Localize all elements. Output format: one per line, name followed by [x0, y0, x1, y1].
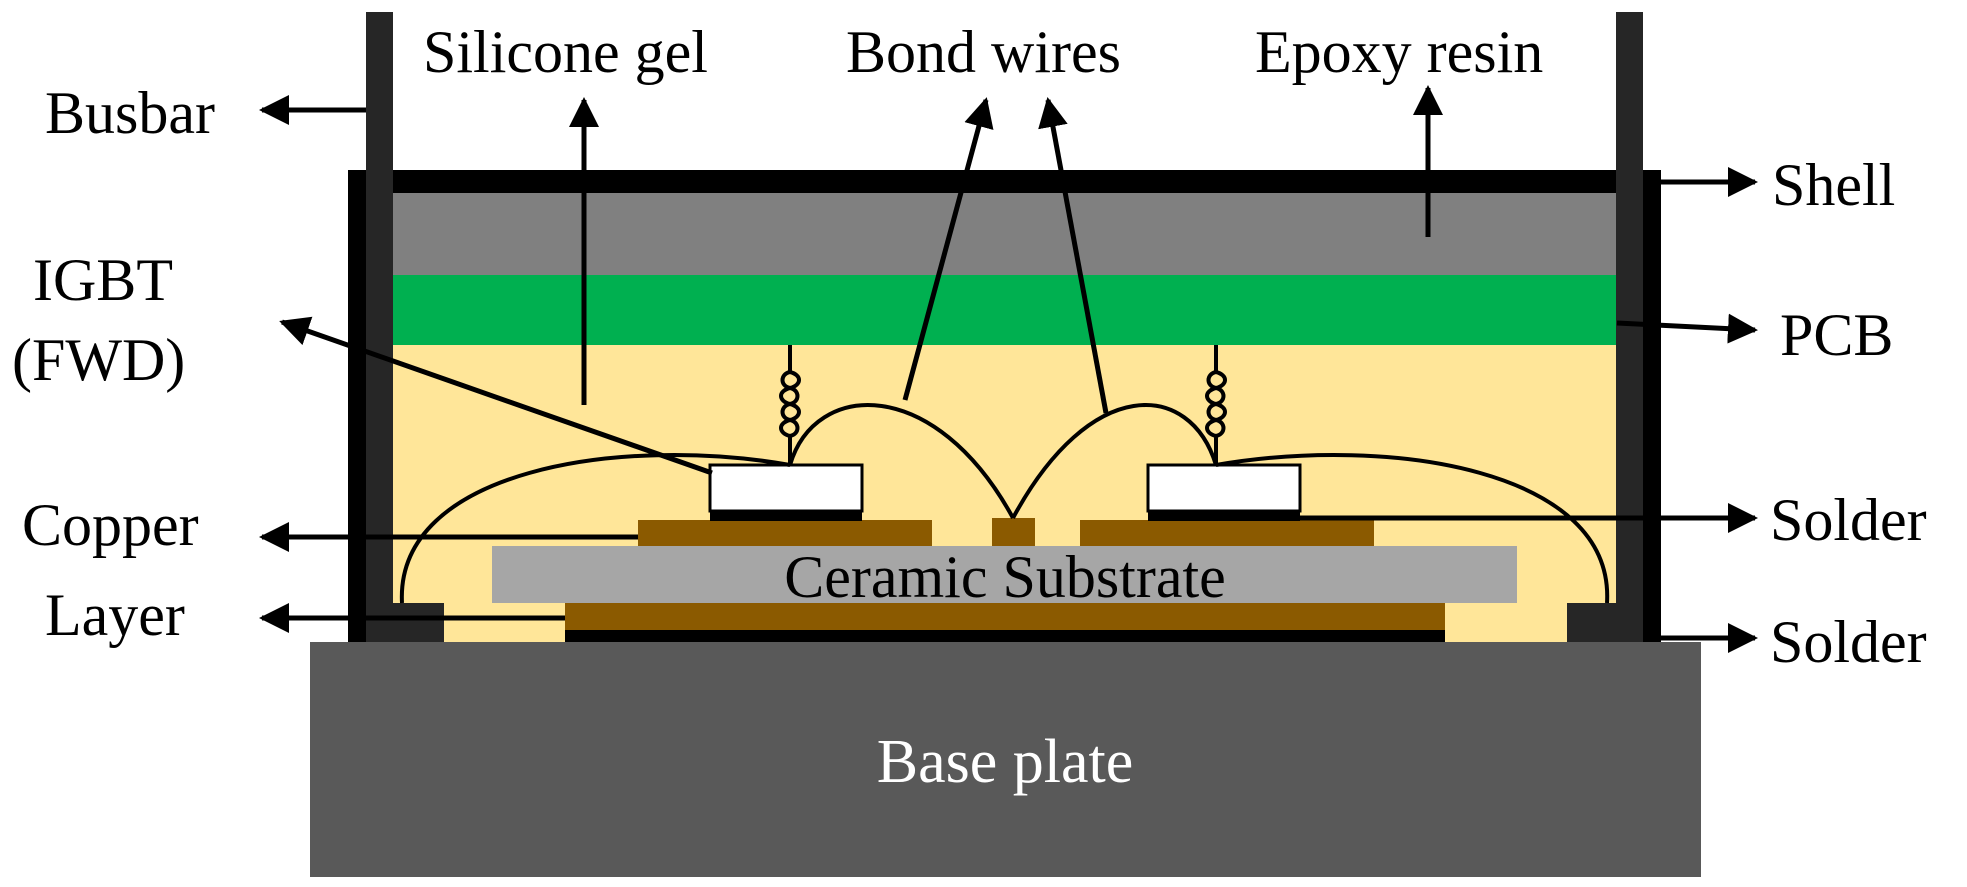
- pcb-layer: [392, 275, 1617, 345]
- label-layer: Layer: [45, 582, 185, 648]
- label-epoxy-resin: Epoxy resin: [1255, 19, 1543, 85]
- ceramic-substrate: [492, 546, 1517, 603]
- label-ceramic-substrate: Ceramic Substrate: [784, 544, 1226, 610]
- label-base-plate: Base plate: [877, 728, 1134, 796]
- label-silicone-gel: Silicone gel: [423, 19, 708, 85]
- label-solder-lower: Solder: [1770, 609, 1927, 675]
- chip-solder-left: [710, 511, 862, 521]
- label-busbar: Busbar: [45, 80, 215, 146]
- upper-copper-pad-right: [1080, 520, 1374, 546]
- label-copper: Copper: [22, 492, 199, 558]
- label-igbt: IGBT: [33, 247, 173, 313]
- module-body: [310, 12, 1701, 877]
- shell-top: [348, 170, 1661, 193]
- bond-wire-right-outer: [1215, 453, 1610, 604]
- label-pcb: PCB: [1780, 302, 1893, 368]
- leader-pcb: [1616, 313, 1758, 344]
- bond-wire-left-outer: [399, 453, 791, 604]
- terminal-block-left: [392, 603, 444, 643]
- busbar-left: [366, 12, 393, 642]
- bond-wire-left-arc: [788, 403, 1015, 519]
- upper-copper-pad-middle: [992, 518, 1035, 546]
- label-fwd: (FWD): [12, 327, 185, 393]
- igbt-chip-right: [1146, 463, 1302, 513]
- bond-wire-right-arc: [1011, 403, 1218, 519]
- lower-copper-layer: [565, 603, 1445, 630]
- label-solder-upper: Solder: [1770, 487, 1927, 553]
- igbt-chip-left: [708, 463, 864, 513]
- label-shell: Shell: [1772, 152, 1895, 218]
- terminal-block-right: [1567, 603, 1619, 643]
- chip-solder-right: [1148, 511, 1300, 521]
- upper-copper-pad-left: [638, 520, 932, 546]
- labels: Busbar Silicone gel Bond wires Epoxy res…: [12, 19, 1927, 796]
- leader-igbt: [279, 316, 713, 476]
- lower-solder-layer: [565, 630, 1445, 642]
- epoxy-resin-layer: [392, 193, 1617, 275]
- leader-lines: [259, 85, 1758, 653]
- leader-bond-wire-right: [1038, 97, 1109, 414]
- base-plate: [310, 642, 1701, 877]
- leader-bond-wire-left: [902, 97, 994, 401]
- bond-wires: [399, 403, 1610, 604]
- busbar-right: [1616, 12, 1643, 642]
- label-bond-wires: Bond wires: [846, 19, 1121, 85]
